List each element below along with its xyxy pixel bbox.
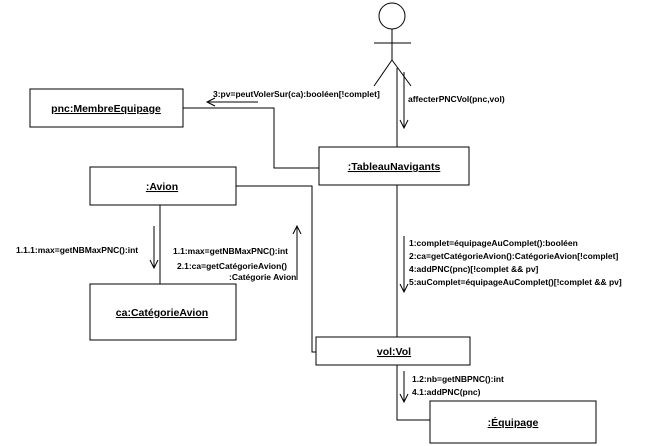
object-vol[interactable]: vol:Vol — [315, 336, 471, 366]
message-label-avion-categorie: 1.1.1:max=getNBMaxPNC():int — [16, 245, 138, 255]
object-categorie-avion[interactable]: ca:CatégorieAvion — [89, 283, 237, 341]
message-label-tableau-vol-3: 4:addPNC(pnc)[!complet && pv] — [409, 264, 539, 274]
object-label: vol:Vol — [377, 346, 411, 358]
object-avion[interactable]: :Avion — [89, 166, 237, 206]
object-label: :Équipage — [488, 416, 539, 429]
message-label-tableau-vol-2: 2:ca=getCatégorieAvion():CatégorieAvion[… — [409, 251, 618, 261]
actor-icon — [373, 2, 412, 87]
message-label-vol-avion-3: :Catégorie Avion — [229, 272, 296, 282]
link-vol-equipage — [396, 365, 430, 421]
message-label-vol-avion-1: 1.1:max=getNBMaxPNC():int — [173, 246, 288, 256]
link-vol-avion — [236, 185, 316, 353]
object-label: ca:CatégorieAvion — [116, 307, 208, 319]
object-tableau-navigants[interactable]: :TableauNavigants — [318, 146, 470, 186]
object-label: :TableauNavigants — [348, 161, 441, 173]
message-label-vol-equipage-2: 4.1:addPNC(pnc) — [412, 387, 481, 397]
object-label: :Avion — [146, 181, 178, 193]
message-label-peut-voler: 3:pv=peutVolerSur(ca):booléen[!complet] — [213, 89, 380, 99]
message-label-vol-avion-2: 2.1:ca=getCatégorieAvion() — [177, 261, 287, 271]
links — [159, 68, 430, 421]
object-label: pnc:MembreEquipage — [51, 103, 161, 115]
message-label-tableau-vol-1: 1:complet=équipageAuComplet():booléen — [409, 238, 578, 248]
message-label-tableau-vol-4: 5:auComplet=équipageAuComplet()[!complet… — [409, 277, 622, 287]
object-membre-equipage[interactable]: pnc:MembreEquipage — [29, 88, 184, 128]
message-label-vol-equipage-1: 1.2:nb=getNBPNC():int — [412, 374, 504, 384]
object-equipage[interactable]: :Équipage — [429, 400, 597, 444]
message-arrows — [149, 72, 409, 404]
link-tableau-membre — [183, 107, 319, 169]
message-label-affecter: affecterPNCVol(pnc,vol) — [408, 94, 505, 104]
